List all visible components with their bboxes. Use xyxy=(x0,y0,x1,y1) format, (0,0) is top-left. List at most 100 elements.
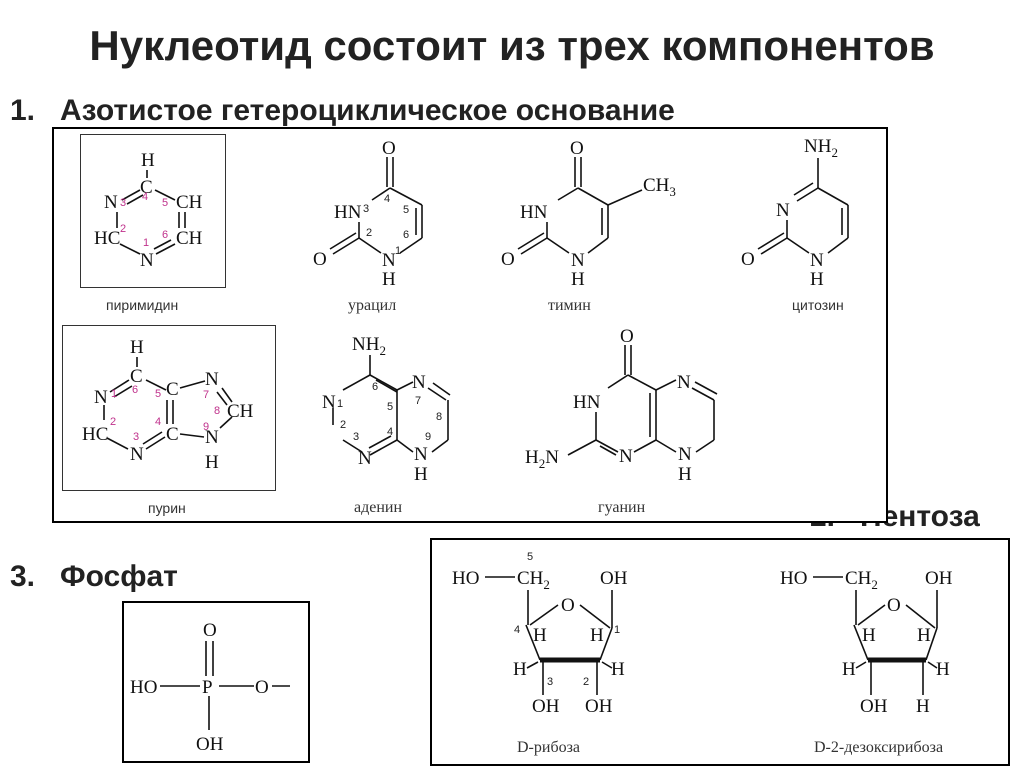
ring-index: 3 xyxy=(353,431,359,443)
ring-index: 3 xyxy=(133,431,139,443)
ring-index: 2 xyxy=(340,419,346,431)
atom-o: O xyxy=(501,249,515,270)
ring-index: 5 xyxy=(155,388,161,400)
ring-index: 5 xyxy=(387,401,393,413)
ring-index: 6 xyxy=(162,229,168,241)
atom-c: C xyxy=(140,177,153,198)
ring-index: 4 xyxy=(155,416,161,428)
atom-h: H xyxy=(678,464,692,485)
ring-index: 6 xyxy=(132,384,138,396)
atom-ch: CH xyxy=(176,228,203,249)
ring-index: 4 xyxy=(387,426,393,438)
atom-oh: OH xyxy=(196,734,224,755)
atom-ho: HO xyxy=(452,568,479,589)
atom-oh: OH xyxy=(585,696,613,717)
ring-index: 9 xyxy=(425,431,431,443)
atom-n: N xyxy=(94,387,108,408)
ring-index: 7 xyxy=(203,389,209,401)
atom-ch2: CH2 xyxy=(517,568,550,592)
caption-deoxyribose: D-2-дезоксирибоза xyxy=(814,739,943,756)
pentose-panel xyxy=(430,538,1010,766)
pyrimidine-box xyxy=(80,134,226,288)
ring-index: 2 xyxy=(110,416,116,428)
ring-index: 1 xyxy=(143,237,149,249)
caption-ribose: D-рибоза xyxy=(517,739,580,756)
atom-h: H xyxy=(842,659,856,680)
atom-ho: HO xyxy=(130,677,157,698)
atom-o: O xyxy=(570,138,584,159)
atom-h: H xyxy=(414,464,428,485)
ring-index: 2 xyxy=(583,676,589,688)
ring-index: 4 xyxy=(142,191,148,203)
cytosine-structure: NH2 N O N H xyxy=(741,136,849,290)
atom-n: N xyxy=(776,200,790,221)
ring-index: 7 xyxy=(415,395,421,407)
section-heading-phosphate: 3. Фосфат xyxy=(10,560,178,594)
atom-n: N xyxy=(205,369,219,390)
atom-h: H xyxy=(810,269,824,290)
caption-uracil: урацил xyxy=(348,297,396,314)
atom-p: P xyxy=(202,677,213,698)
atom-n: N xyxy=(205,427,219,448)
atom-nh2: NH2 xyxy=(352,334,386,358)
section-label: Фосфат xyxy=(60,560,178,593)
atom-ch: CH xyxy=(227,401,254,422)
atom-n: N xyxy=(677,372,691,393)
ring-index: 5 xyxy=(527,551,533,563)
atom-o: O xyxy=(313,249,327,270)
caption-guanine: гуанин xyxy=(598,499,646,516)
atom-hn: HN xyxy=(334,202,362,223)
atom-ch3: CH3 xyxy=(643,175,676,199)
ring-index: 2 xyxy=(120,223,126,235)
atom-n: N xyxy=(322,392,336,413)
atom-h: H xyxy=(130,337,144,358)
atom-n: N xyxy=(619,446,633,467)
atom-oh: OH xyxy=(532,696,560,717)
ring-index: 9 xyxy=(203,421,209,433)
caption-purine: пурин xyxy=(148,500,186,516)
atom-o: O xyxy=(620,326,634,347)
atom-ho: HO xyxy=(780,568,807,589)
pyrimidine-structure: H C N CH HC CH N 4 3 5 2 6 1 xyxy=(94,150,203,271)
ring-index: 1 xyxy=(111,388,117,400)
atom-ch: CH xyxy=(176,192,203,213)
atom-h: H xyxy=(571,269,585,290)
atom-o: O xyxy=(255,677,269,698)
ring-index: 3 xyxy=(547,676,553,688)
atom-o: O xyxy=(741,249,755,270)
atom-n: N xyxy=(140,250,154,271)
ring-index: 1 xyxy=(395,245,401,257)
section-number: 3. xyxy=(10,560,36,593)
atom-hn: HN xyxy=(520,202,548,223)
atom-o: O xyxy=(887,595,901,616)
atom-h: H xyxy=(141,150,155,171)
atom-n: N xyxy=(382,250,396,271)
section-number: 1. xyxy=(10,94,36,127)
ring-index: 1 xyxy=(337,398,343,410)
atom-n: N xyxy=(414,444,428,465)
atom-ch2: CH2 xyxy=(845,568,878,592)
ring-index: 1 xyxy=(614,624,620,636)
atom-h: H xyxy=(513,659,527,680)
phosphate-structure: O HO P O OH xyxy=(130,620,290,755)
ribose-structure: 5 HO CH2 OH O 4 1 H H H H 3 2 OH OH xyxy=(452,551,628,717)
ring-index: 4 xyxy=(384,193,390,205)
atom-n: N xyxy=(358,448,372,469)
atom-h: H xyxy=(533,625,547,646)
atom-h2n: H2N xyxy=(525,447,559,471)
section-heading-base: 1.Азотистое гетероциклическое основание xyxy=(10,94,675,128)
atom-hn: HN xyxy=(573,392,601,413)
ring-index: 5 xyxy=(162,197,168,209)
atom-n: N xyxy=(571,250,585,271)
ring-index: 3 xyxy=(363,203,369,215)
atom-h: H xyxy=(590,625,604,646)
ring-index: 8 xyxy=(436,411,442,423)
ring-index: 4 xyxy=(514,624,520,636)
atom-h: H xyxy=(382,269,396,290)
page-title: Нуклеотид состоит из трех компонентов xyxy=(89,22,935,69)
atom-c: C xyxy=(130,366,143,387)
phosphate-panel xyxy=(122,601,310,763)
atom-h: H xyxy=(611,659,625,680)
atom-oh: OH xyxy=(925,568,953,589)
